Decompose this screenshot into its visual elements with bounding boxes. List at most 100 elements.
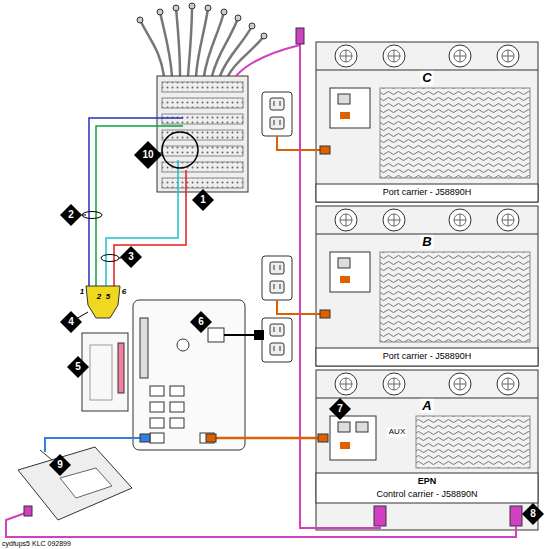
callout-diamond: 1 xyxy=(192,189,214,211)
diamond-outline xyxy=(60,204,82,226)
callout-diamond: 3 xyxy=(120,246,142,268)
drawing-path xyxy=(96,126,183,286)
callout-number: 9 xyxy=(57,460,63,470)
drawing-rect xyxy=(82,333,128,411)
drawing-rect xyxy=(150,418,164,428)
callout-number: 4 xyxy=(68,317,74,327)
drawing-g xyxy=(137,3,267,39)
drawing-path xyxy=(6,512,516,537)
drawing-use xyxy=(262,256,292,300)
drawing-path xyxy=(114,170,186,286)
diamond-outline xyxy=(49,454,71,476)
drawing-circle xyxy=(205,5,211,11)
drawing-path xyxy=(76,153,162,319)
drawing-g xyxy=(162,82,243,188)
equipment-carrier: A AUX EPN Control carrier - J58890N xyxy=(316,370,538,530)
drawing-path xyxy=(188,6,192,76)
diamond-outline xyxy=(60,311,82,333)
drawing-path xyxy=(228,36,264,76)
carrier-label: Port carrier - J58890H xyxy=(381,188,474,198)
carrier-label: EPN xyxy=(416,477,439,487)
drawing-rect xyxy=(150,433,164,443)
callout-number: 3 xyxy=(128,252,134,262)
drawing-rect xyxy=(206,434,216,442)
drawing-path xyxy=(220,26,252,76)
callout-diamond: 4 xyxy=(60,311,82,333)
drawing-g xyxy=(140,6,264,76)
drawing-circle xyxy=(157,9,163,15)
drawing-rect xyxy=(320,310,330,318)
drawing-rect xyxy=(208,328,224,342)
carrier-letter: C xyxy=(420,71,433,85)
carrier-label: Control carrier - J58890N xyxy=(374,490,479,500)
callout-diamond: 8 xyxy=(522,503,544,525)
drawing-polygon xyxy=(18,447,132,520)
drawing-rect xyxy=(118,343,124,393)
drawing-circle xyxy=(173,5,179,11)
pin-number: 2 xyxy=(97,293,101,301)
callout-number: 2 xyxy=(68,210,74,220)
drawing-rect xyxy=(133,300,245,450)
pin-number: 6 xyxy=(122,288,126,296)
callout-diamond: 6 xyxy=(190,311,212,333)
callout-number: 10 xyxy=(142,150,153,160)
drawing-rect xyxy=(150,386,164,396)
drawing-path xyxy=(176,8,180,76)
drawing-circle xyxy=(221,9,227,15)
callout-diamond: 2 xyxy=(60,204,82,226)
callout-diamond: 5 xyxy=(67,356,89,378)
drawing-path xyxy=(140,20,164,76)
drawing-use xyxy=(262,318,292,362)
drawing-id: cydfups5 KLC 092899 xyxy=(2,540,71,547)
drawing-use xyxy=(262,92,292,136)
drawing-circle xyxy=(137,17,143,23)
drawing-rect xyxy=(162,98,243,108)
carrier-label: AUX xyxy=(387,428,407,437)
drawing-rect xyxy=(150,402,164,412)
drawing-rect xyxy=(320,146,330,154)
drawing-use xyxy=(316,42,538,202)
callout-number: 6 xyxy=(198,317,204,327)
callout-number: 1 xyxy=(200,195,206,205)
drawing-circle xyxy=(235,15,241,21)
drawing-rect xyxy=(170,402,184,412)
callout-diamond: 9 xyxy=(49,454,71,476)
drawing-path xyxy=(212,437,322,440)
drawing-circle xyxy=(261,33,267,39)
carrier-label: Port carrier - J58890H xyxy=(381,352,474,362)
drawing-rect xyxy=(162,82,243,92)
drawing-rect xyxy=(254,330,264,340)
carrier-letter: A xyxy=(420,399,433,413)
drawing-rect xyxy=(162,146,243,156)
drawing-circle xyxy=(249,23,255,29)
diamond-outline xyxy=(190,311,212,333)
drawing-rect xyxy=(140,318,148,378)
drawing-rect xyxy=(162,114,243,124)
drawing-ellipse xyxy=(101,255,119,262)
drawing-rect xyxy=(170,418,184,428)
drawing-path xyxy=(236,45,380,528)
drawing-path xyxy=(160,12,172,76)
pin-number: 5 xyxy=(106,293,110,301)
drawing-rect xyxy=(140,434,150,442)
equipment-carrier: B Port carrier - J58890H xyxy=(316,206,538,366)
drawing-path xyxy=(40,450,52,460)
drawing-g xyxy=(150,386,214,443)
diamond-outline xyxy=(134,141,162,169)
diamond-outline xyxy=(522,503,544,525)
drawing-rect xyxy=(24,506,32,516)
carrier-letter: B xyxy=(420,235,433,249)
drawing-circle xyxy=(177,339,189,351)
diamond-outline xyxy=(329,398,351,420)
drawing-rect xyxy=(162,178,243,188)
drawing-rect xyxy=(157,76,248,192)
callout-number: 8 xyxy=(530,509,536,519)
drawing-path xyxy=(89,118,183,286)
callout-number: 7 xyxy=(337,404,343,414)
drawing-circle xyxy=(162,132,198,168)
diamond-outline xyxy=(67,356,89,378)
drawing-rect xyxy=(296,28,304,44)
callout-number: 5 xyxy=(75,362,81,372)
